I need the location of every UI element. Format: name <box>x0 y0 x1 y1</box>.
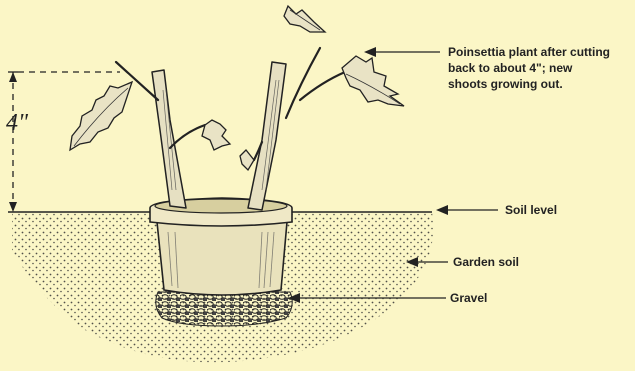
plant-label-line3: shoots growing out. <box>448 76 563 92</box>
garden-soil-label: Garden soil <box>453 254 519 270</box>
height-dimension <box>8 72 120 212</box>
leaf-small-stem <box>240 150 254 170</box>
height-marker: 4" <box>6 110 28 137</box>
gravel-bed <box>156 292 293 326</box>
leaf-small-mid <box>202 120 230 150</box>
leaf-large-right <box>342 56 404 106</box>
poinsettia-leaves <box>70 6 404 170</box>
soil-level-label: Soil level <box>505 202 557 218</box>
plant-label-line2: back to about 4"; new <box>448 60 572 76</box>
gravel-label: Gravel <box>450 290 487 306</box>
new-shoots <box>116 48 345 160</box>
plant-label-line1: Poinsettia plant after cutting <box>448 44 610 60</box>
